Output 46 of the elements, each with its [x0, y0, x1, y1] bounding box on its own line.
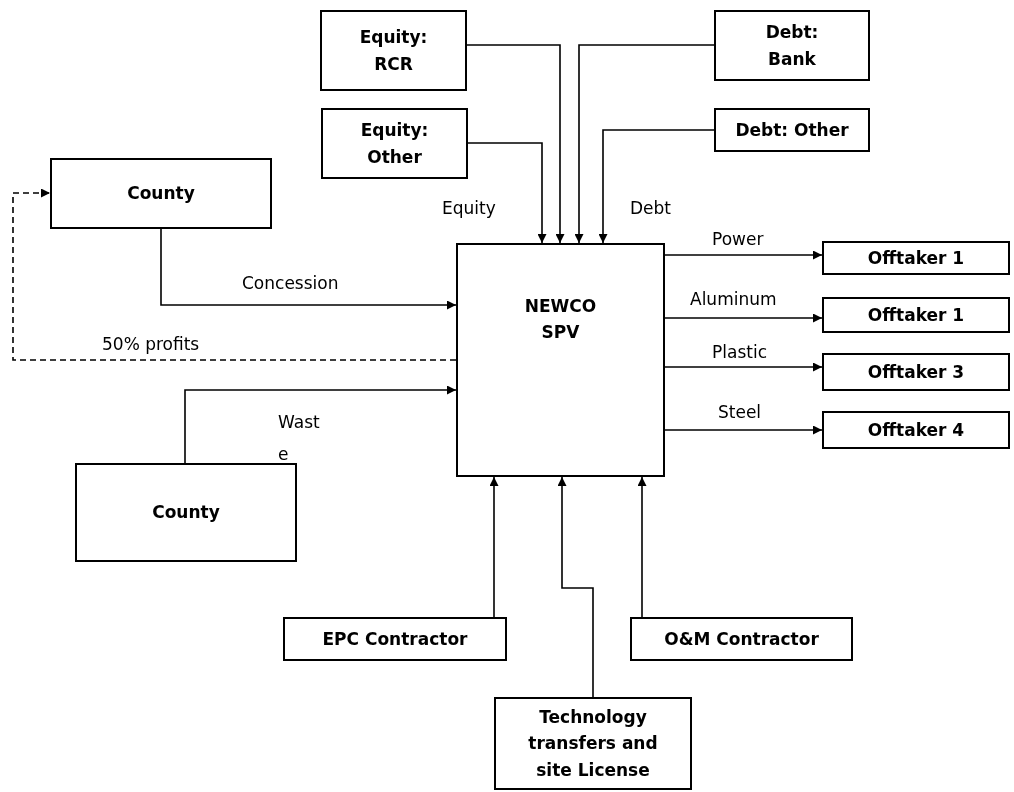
- flow-label: Equity: [442, 198, 496, 218]
- arrow: [160, 228, 457, 310]
- node-label: Debt: Bank: [764, 21, 820, 71]
- arrow: [574, 44, 715, 244]
- arrow: [664, 425, 823, 435]
- arrow: [184, 385, 457, 464]
- node-label: Equity: Other: [359, 119, 430, 169]
- entity-box: [822, 297, 1010, 333]
- entity-box: [494, 697, 692, 790]
- node-label: Technology transfers and site License: [527, 706, 659, 782]
- company-box: [456, 243, 665, 477]
- node-label: Offtaker 3: [866, 360, 966, 384]
- entity-box: [50, 158, 272, 229]
- arrow: [557, 476, 594, 698]
- entity-box: [75, 463, 297, 562]
- node-label: County: [126, 182, 196, 206]
- arrow: [466, 44, 565, 244]
- edge-label: Waste: [277, 411, 321, 467]
- entity-box: [321, 108, 468, 179]
- node-label: Offtaker 1: [866, 246, 966, 270]
- node-label: Equity: RCR: [358, 26, 429, 76]
- arrow: [637, 476, 647, 618]
- arrow: [489, 476, 499, 618]
- node-label: O&M Contractor: [663, 627, 820, 651]
- entity-box: [714, 10, 870, 81]
- node-label: Debt: Other: [734, 118, 850, 142]
- node-label: NEWCO SPV: [523, 295, 598, 345]
- arrow: [664, 313, 823, 323]
- flow-label: Debt: [630, 198, 671, 218]
- entity-box: [630, 617, 853, 661]
- edge-label: 50% profits: [100, 333, 202, 357]
- entity-box: [822, 241, 1010, 275]
- node-label: EPC Contractor: [321, 627, 469, 651]
- arrow: [467, 142, 547, 244]
- entity-box: [714, 108, 870, 152]
- entity-box: [822, 411, 1010, 449]
- node-label: Offtaker 1: [866, 303, 966, 327]
- arrow: [664, 250, 823, 260]
- entity-box: [822, 353, 1010, 391]
- arrow: [664, 362, 823, 372]
- node-label: County: [151, 501, 221, 525]
- entity-box: [283, 617, 507, 661]
- arrow: [12, 188, 457, 361]
- arrow: [598, 129, 715, 244]
- node-label: Offtaker 4: [866, 418, 966, 442]
- entity-box: [320, 10, 467, 91]
